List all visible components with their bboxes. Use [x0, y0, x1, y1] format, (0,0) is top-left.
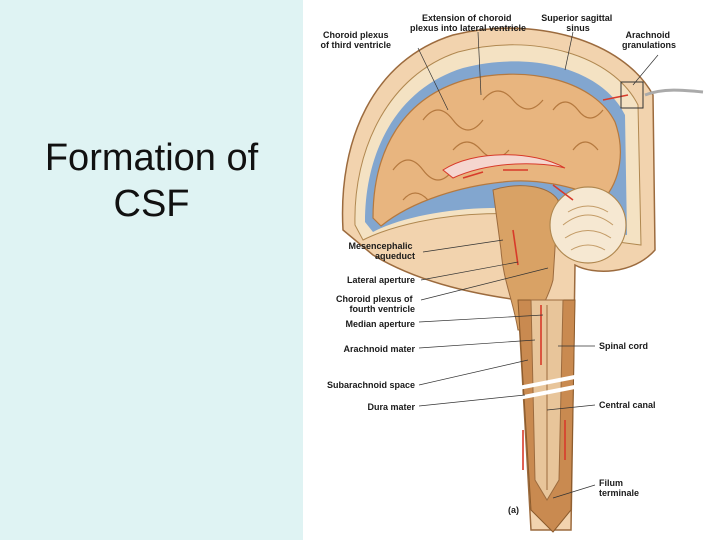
label-superior-sagittal-sinus: Superior sagittal sinus	[541, 13, 615, 33]
slide-title-line-1: Formation of	[44, 137, 259, 179]
label-mesencephalic-aqueduct: Mesencephalic aqueduct	[348, 241, 415, 261]
label-choroid-fourth: Choroid plexus of fourth ventricle	[336, 294, 415, 314]
arachnoid-granulation-box	[620, 81, 644, 109]
label-arachnoid-granulations: Arachnoid granulations	[622, 30, 676, 50]
slide-title: Formation of CSF	[0, 135, 303, 227]
label-median-aperture: Median aperture	[345, 319, 415, 329]
slide-title-line-2: CSF	[113, 183, 190, 225]
label-filum-terminale: Filum terminale	[599, 478, 639, 498]
outflow-arrow	[644, 88, 704, 97]
title-panel: Formation of CSF	[0, 0, 303, 540]
label-dura-mater: Dura mater	[367, 402, 415, 412]
label-arachnoid-mater: Arachnoid mater	[343, 344, 415, 354]
label-lateral-aperture: Lateral aperture	[347, 275, 415, 285]
leader-lines	[417, 31, 659, 499]
label-subarachnoid-space: Subarachnoid space	[327, 380, 415, 390]
cerebrum	[372, 73, 621, 227]
cerebellum-folia	[562, 205, 614, 251]
section-break	[507, 373, 586, 402]
label-central-canal: Central canal	[599, 400, 656, 410]
gyri	[392, 90, 604, 201]
brain-sagittal-diagram: Choroid plexus of third ventricle Extens…	[320, 13, 704, 533]
csf-anatomy-figure: Choroid plexus of third ventricle Extens…	[303, 0, 720, 540]
label-choroid-third: Choroid plexus of third ventricle	[320, 30, 391, 50]
label-extension-choroid: Extension of choroid plexus into lateral…	[410, 13, 526, 33]
panel-label: (a)	[508, 505, 519, 515]
label-spinal-cord: Spinal cord	[599, 341, 648, 351]
cerebellum	[549, 186, 627, 264]
lateral-ventricle	[442, 154, 566, 179]
